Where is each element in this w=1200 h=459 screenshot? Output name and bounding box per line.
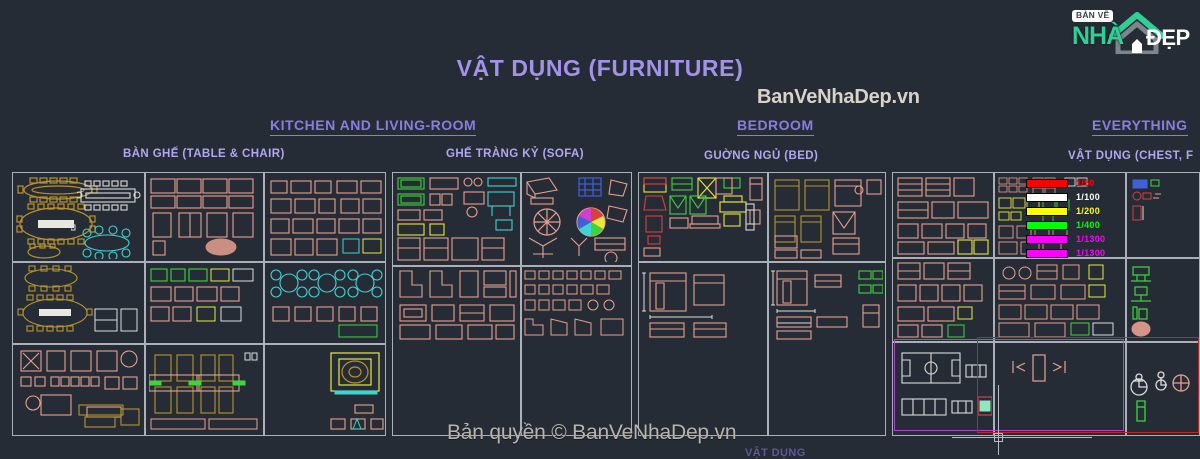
cad-blocks-gym-equipment (1012, 354, 1066, 382)
panel-divider (144, 173, 146, 435)
cad-blocks-outdoor-sets (270, 269, 383, 338)
legend-swatch (1026, 234, 1068, 244)
section-heading-kitchen: KITCHEN AND LIVING-ROOM (270, 117, 477, 136)
cad-blocks-desks-salmon (150, 178, 254, 256)
cad-blocks-mid-right-green (1131, 266, 1151, 337)
legend-label: 1/100 (1076, 192, 1101, 202)
panel-divider (639, 261, 885, 263)
cad-blocks-pie-and-chairs (526, 177, 628, 262)
panel-divider (893, 257, 1199, 259)
legend-swatch (1026, 248, 1068, 258)
cad-blocks-tables-green (71, 224, 131, 259)
legend-swatch (1026, 220, 1068, 230)
selection-rect-purple (894, 339, 1124, 431)
cad-blocks-furniture-mixed (270, 180, 382, 256)
cad-blocks-chest-misc (897, 177, 989, 255)
cad-blocks-mid-left (897, 262, 983, 338)
watermark-bottom: Bản quyền © BanVeNhaDep.vn (447, 421, 737, 444)
cad-blocks-vanity-salmon (20, 350, 140, 428)
panel-divider (263, 173, 265, 435)
page-title: VẬT DỤNG (FURNITURE) (456, 55, 744, 81)
cad-blocks-bed-colored (643, 177, 763, 257)
cad-blocks-tables-row2 (17, 265, 138, 332)
cad-blocks-mid-center (998, 264, 1114, 338)
subheading-chest: VẬT DỤNG (CHEST, F (1068, 150, 1194, 162)
selection-rect-red (977, 337, 1199, 433)
crosshair-pickbox (994, 433, 1003, 442)
section-heading-everything: EVERYTHING (1092, 117, 1188, 136)
panel-divider (520, 173, 522, 435)
legend-item: 1/400 (1026, 219, 1126, 231)
cad-blocks-conference-gold (149, 352, 258, 430)
cad-blocks-highlight-yellow (330, 352, 384, 430)
watermark-top: BanVeNhaDep.vn (757, 86, 920, 108)
legend-item: 1/100 (1026, 191, 1126, 203)
cad-blocks-bed-plans (774, 179, 882, 259)
panel-divider (1125, 173, 1127, 435)
legend-label: 1/400 (1076, 220, 1101, 230)
cad-blocks-accessibility (1130, 371, 1190, 422)
legend-label: 1/200 (1076, 206, 1101, 216)
cad-blocks-sport-court (901, 352, 992, 416)
subheading-bed: GUỜNG NGỦ (BED) (704, 150, 819, 162)
panel-divider (893, 341, 1199, 343)
cad-blocks-dense-tiny (998, 177, 1088, 255)
cad-blocks-kitchen-green (150, 268, 254, 322)
cad-blocks-sofa-set-1 (397, 177, 517, 261)
cad-blocks-small-furniture (524, 270, 624, 336)
legend-label: 1/1300 (1076, 234, 1106, 244)
cad-panel-table-chair[interactable] (12, 172, 386, 436)
cad-blocks-bed-dimension-2 (771, 270, 883, 340)
logo-primary-text: NHÀ (1072, 22, 1124, 50)
cad-blocks-tables-gold (16, 177, 98, 259)
legend-item: 1/1300 (1026, 233, 1126, 245)
cad-blocks-right-col-top (1132, 179, 1161, 221)
cad-panel-everything[interactable] (892, 172, 1200, 436)
legend-label: 1/50 (1076, 178, 1095, 188)
cad-panel-sofa[interactable] (392, 172, 632, 436)
legend-item: 1/1300 (1026, 247, 1126, 259)
cad-panel-bed[interactable] (638, 172, 886, 436)
panel-divider (767, 173, 769, 435)
cad-blocks-sofa-set-2 (399, 270, 517, 340)
watermark-bottom-faint: VẬT DỤNG (745, 447, 806, 459)
legend-swatch (1026, 192, 1068, 202)
house-icon (1109, 12, 1165, 54)
scale-legend: 1/50 1/100 1/200 1/400 1/1300 1/1300 (1026, 177, 1126, 261)
subheading-table-chair: BÀN GHẾ (TABLE & CHAIR) (123, 148, 285, 160)
panel-divider (993, 173, 995, 435)
legend-item: 1/200 (1026, 205, 1126, 217)
legend-label: 1/1300 (1076, 248, 1106, 258)
panel-divider (393, 265, 631, 267)
section-heading-bedroom: BEDROOM (737, 117, 814, 136)
site-logo[interactable]: BẢN VẼ NHÀ ĐẸP (1072, 4, 1194, 54)
legend-swatch (1026, 178, 1068, 188)
crosshair-vertical (998, 385, 999, 455)
cad-block-table-white (77, 180, 141, 211)
crosshair-horizontal (952, 437, 1092, 438)
cad-blocks-bed-dimension (642, 272, 727, 338)
panel-divider (13, 343, 385, 345)
subheading-sofa: GHẾ TRÀNG KỶ (SOFA) (446, 148, 584, 160)
logo-badge: BẢN VẼ (1072, 10, 1114, 22)
legend-item: 1/50 (1026, 177, 1126, 189)
panel-divider (13, 261, 385, 263)
logo-secondary-text: ĐẸP (1146, 25, 1190, 50)
legend-swatch (1026, 206, 1068, 216)
